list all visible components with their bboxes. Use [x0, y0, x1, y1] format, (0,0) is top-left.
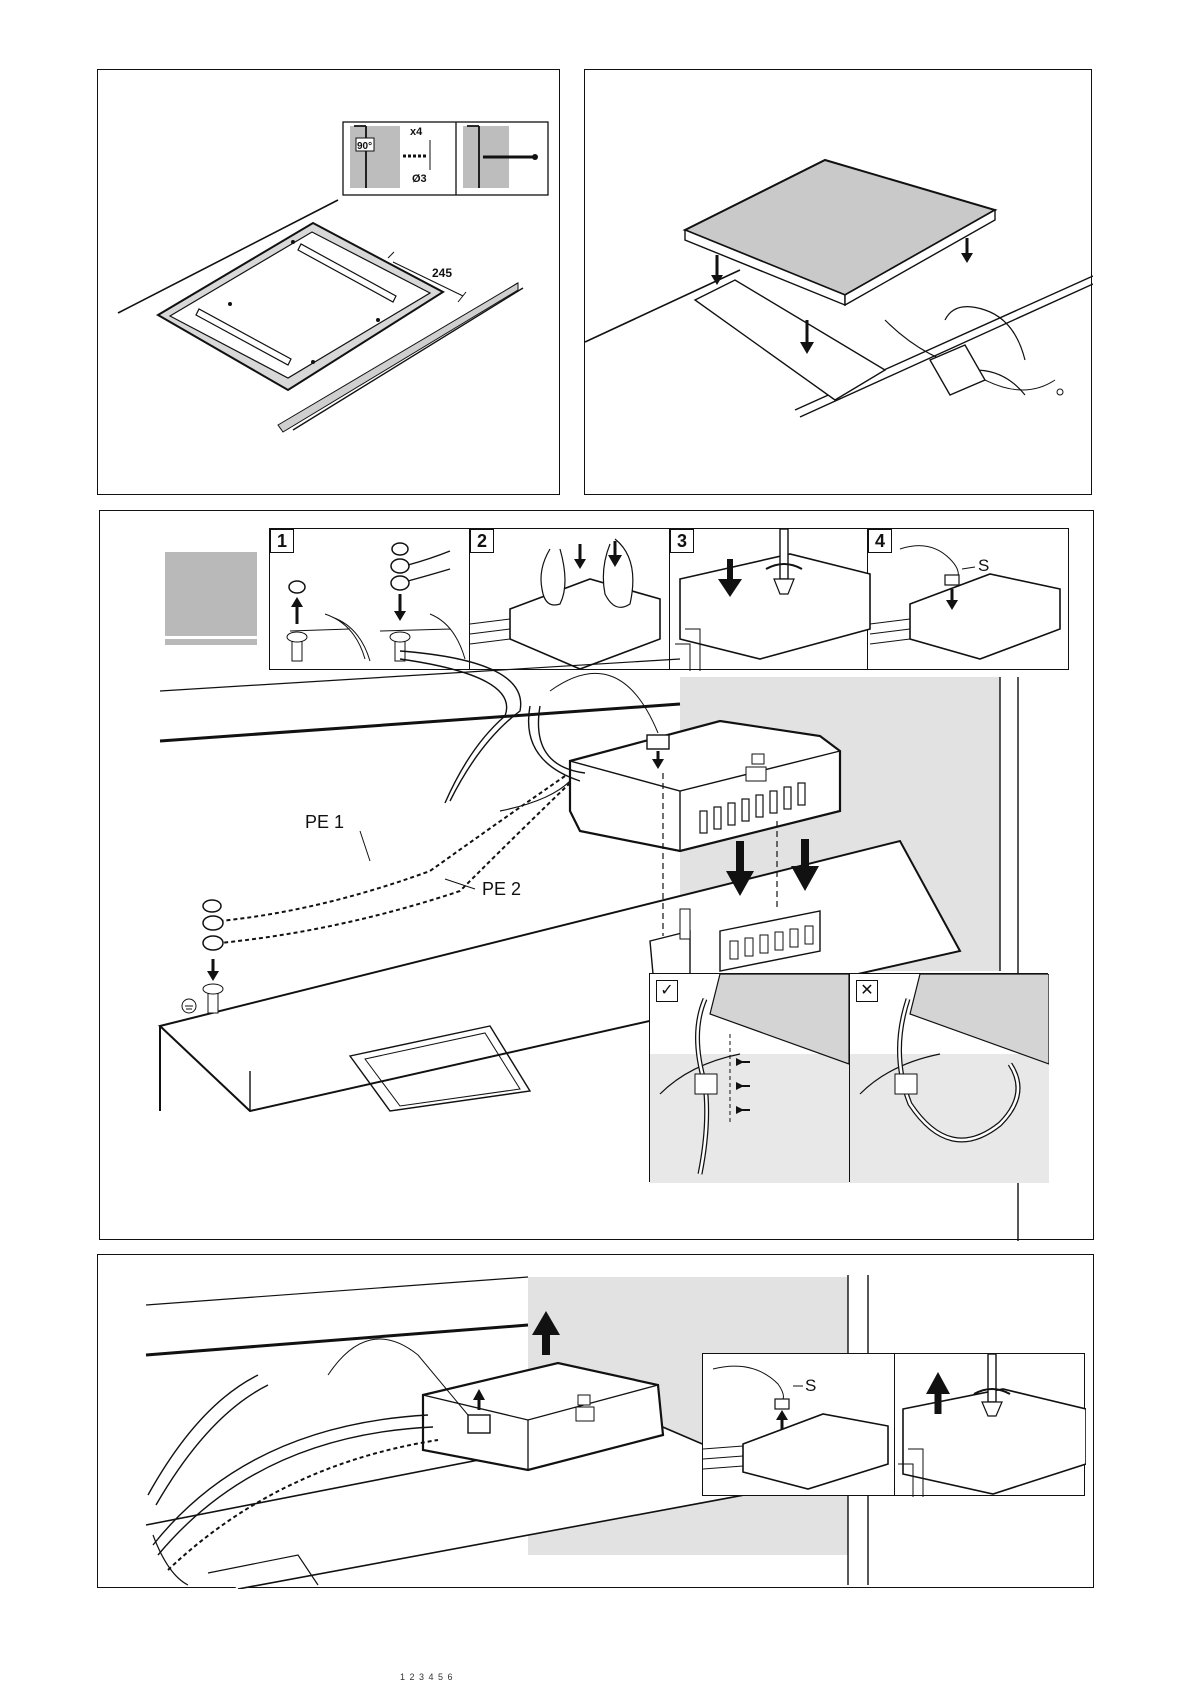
wrong-mark: ✕: [856, 980, 878, 1002]
footer-code: 1 2 3 4 5 6: [400, 1672, 454, 1682]
drill-label: Ø3: [412, 173, 427, 185]
angle-label: 90°: [357, 141, 372, 152]
pe1-label: PE 1: [305, 812, 344, 832]
cable-routing-inset: ✓ ✕: [649, 973, 1048, 1182]
count-label: x4: [410, 126, 423, 138]
panel-electrical-connection: 1 2 3 4: [99, 510, 1094, 1240]
cable-routing-illustration: [650, 974, 1049, 1183]
disconnection-inset-illustration: S: [703, 1354, 1086, 1497]
pe2-label: PE 2: [482, 879, 521, 899]
cutout-illustration: 245 90° x4 Ø3: [98, 70, 561, 496]
disconnection-inset: S: [702, 1353, 1085, 1496]
dimension-label: 245: [432, 266, 452, 280]
inset-connector-label: S: [805, 1376, 816, 1395]
hob-insertion-illustration: [585, 70, 1093, 496]
panel-hob-insertion: [584, 69, 1092, 495]
correct-mark: ✓: [656, 980, 678, 1002]
panel-disconnection: S: [97, 1254, 1094, 1588]
panel-cutout-brackets: 245 90° x4 Ø3: [97, 69, 560, 495]
